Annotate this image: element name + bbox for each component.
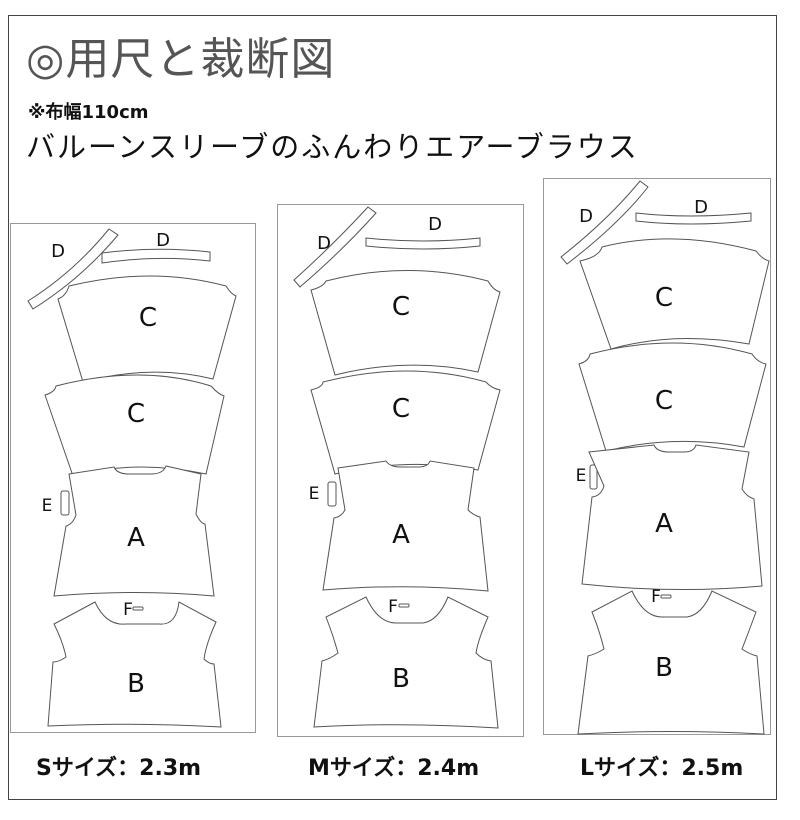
piece-d-horizontal: [365, 237, 481, 250]
label-e: E: [309, 484, 320, 504]
piece-c-bottom: [44, 374, 225, 477]
piece-b: [577, 590, 765, 735]
label-d2: D: [428, 214, 442, 235]
piece-a: [53, 465, 215, 597]
piece-f: [398, 603, 410, 608]
label-e: E: [576, 466, 587, 486]
yardage-l: Lサイズ：2.5m: [580, 756, 744, 781]
label-d1: D: [51, 241, 65, 262]
label-c2: C: [392, 394, 410, 424]
label-b: B: [392, 664, 410, 694]
piece-a: [581, 444, 763, 591]
piece-b: [313, 596, 499, 729]
diagram-frame: [8, 15, 777, 800]
label-e: E: [42, 496, 53, 516]
piece-c-bottom: [310, 370, 501, 475]
pattern-pieces-s: D D C C E A F B: [27, 228, 237, 728]
piece-d-diagonal: [560, 180, 649, 265]
piece-b: [47, 601, 222, 728]
label-c1: C: [139, 303, 157, 333]
label-a: A: [127, 523, 145, 553]
label-f: F: [651, 587, 661, 607]
product-name: バルーンスリーブのふんわりエアーブラウス: [26, 130, 639, 164]
piece-d-diagonal: [27, 228, 119, 310]
label-f: F: [123, 600, 133, 620]
piece-e: [60, 490, 70, 516]
fabric-width-note: ※布幅110cm: [28, 102, 149, 123]
label-d2: D: [694, 197, 708, 218]
label-c2: C: [655, 386, 673, 416]
label-a: A: [392, 520, 410, 550]
label-d1: D: [317, 233, 331, 254]
yardage-m: Mサイズ：2.4m: [308, 756, 480, 781]
piece-c-top: [579, 238, 770, 350]
piece-a: [322, 460, 489, 592]
pattern-pieces-l: D D C C E A F B: [560, 180, 770, 735]
label-b: B: [127, 669, 145, 699]
piece-d-horizontal: [101, 248, 211, 264]
pattern-pieces-m: D D C C E A F B: [293, 206, 501, 729]
piece-e: [589, 464, 598, 490]
label-d2: D: [156, 230, 170, 251]
piece-f: [660, 594, 672, 599]
page-title: ◎用尺と裁断図: [26, 34, 336, 85]
piece-d-horizontal: [635, 212, 752, 225]
label-c2: C: [127, 399, 145, 429]
piece-c-top: [310, 270, 501, 376]
piece-e: [327, 481, 337, 507]
piece-d-diagonal: [293, 206, 377, 288]
piece-f: [132, 606, 144, 611]
piece-c-bottom: [578, 342, 767, 452]
label-b: B: [655, 653, 673, 683]
label-c1: C: [655, 283, 673, 313]
label-f: F: [388, 597, 398, 617]
cutting-layout-l: D D C C E A F B: [543, 178, 771, 735]
yardage-s: Sサイズ：2.3m: [36, 756, 202, 781]
label-c1: C: [392, 292, 410, 322]
cutting-layout-s: D D C C E A F B: [10, 223, 256, 733]
cutting-layout-m: D D C C E A F B: [277, 204, 524, 737]
piece-c-top: [57, 275, 237, 383]
label-a: A: [655, 509, 673, 539]
label-d1: D: [579, 206, 593, 227]
